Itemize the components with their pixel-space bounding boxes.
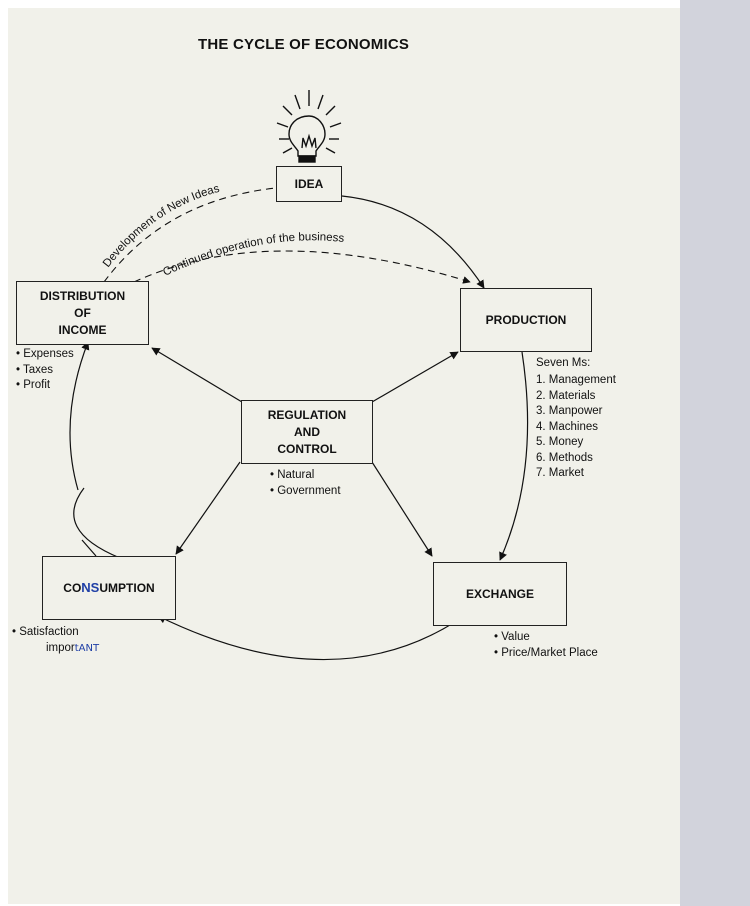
regulation-list: Natural Government: [270, 468, 341, 500]
list-item: 4. Machines: [536, 420, 599, 433]
consumption-label-part3: UMPTION: [99, 581, 155, 595]
list-item: 6. Methods: [536, 451, 593, 464]
distribution-box: DISTRIBUTION OF INCOME: [16, 281, 149, 345]
list-item: Government: [270, 484, 340, 500]
seven-ms-header: Seven Ms:: [536, 357, 591, 369]
cycle-arrows: [69, 195, 529, 661]
consumption-note-line2: importANT: [46, 642, 99, 654]
production-label: PRODUCTION: [485, 312, 567, 327]
consumption-label: CONSUMPTION: [63, 579, 154, 597]
important-handwritten-text: tANT: [74, 643, 100, 654]
list-item: 7. Market: [536, 467, 584, 479]
consumption-box: CONSUMPTION: [42, 556, 176, 620]
seven-ms-list: 1. Management 2. Materials 3. Manpower 4…: [536, 373, 616, 482]
satisfaction-text: Satisfaction: [19, 626, 79, 638]
distribution-label-line2: OF: [74, 305, 91, 320]
distribution-label-line3: INCOME: [58, 322, 107, 337]
production-box: PRODUCTION: [460, 288, 592, 352]
consumption-handwritten-ns: NS: [81, 580, 100, 595]
list-item: Profit: [16, 378, 74, 394]
idea-box: IDEA: [276, 166, 342, 202]
important-printed-text: impor: [46, 642, 75, 654]
list-item: 2. Materials: [536, 389, 596, 402]
list-item: Value: [494, 630, 598, 646]
regulation-label-line2: AND: [294, 424, 320, 439]
regulation-box: REGULATION AND CONTROL: [241, 400, 373, 464]
consumption-note-line1: • Satisfaction: [12, 626, 79, 638]
distribution-label-line1: DISTRIBUTION: [39, 288, 126, 303]
distribution-list: Expenses Taxes Profit: [16, 347, 74, 394]
list-item: 1. Management: [536, 374, 616, 386]
list-item: Expenses: [16, 347, 74, 363]
list-item: 3. Manpower: [536, 405, 603, 417]
exchange-label: EXCHANGE: [465, 586, 534, 601]
list-item: Taxes: [16, 363, 74, 379]
continued-operation-label: Continued operation of the business: [161, 231, 345, 278]
list-item: 5. Money: [536, 436, 584, 448]
exchange-box: EXCHANGE: [433, 562, 567, 626]
idea-label: IDEA: [294, 176, 324, 191]
regulation-label-line1: REGULATION: [267, 407, 347, 422]
feedback-arrows: [103, 187, 471, 284]
list-item: Natural: [270, 468, 341, 484]
desk-background: [680, 0, 750, 906]
list-item: Price/Market Place: [494, 646, 598, 662]
consumption-label-part1: CO: [63, 581, 82, 595]
diagram-title: THE CYCLE OF ECONOMICS: [198, 36, 410, 53]
lightbulb-icon: [276, 90, 342, 163]
regulation-arrows: [151, 347, 459, 557]
exchange-list: Value Price/Market Place: [494, 630, 598, 661]
regulation-label-line3: CONTROL: [277, 441, 337, 456]
